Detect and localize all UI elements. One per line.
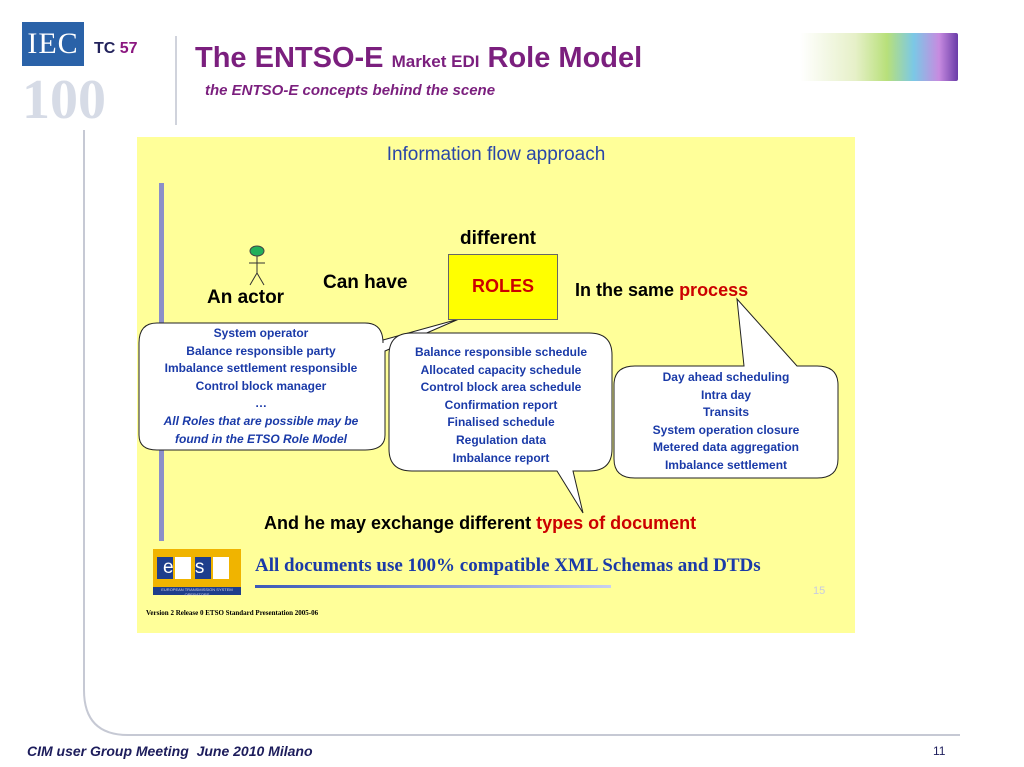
list-item: Imbalance report [452,450,550,465]
actor-label: An actor [207,287,285,308]
iec-100-logo: 100 [22,69,106,131]
same-prefix: In the same [575,280,675,300]
tc-label: TC 57 [94,40,138,58]
process-list: Day ahead scheduling Intra day Transits … [615,369,837,475]
exchange-statement: And he may exchange different types of d… [264,513,696,534]
list-item: found in the ETSO Role Model [175,431,347,446]
list-item: Allocated capacity schedule [420,362,582,377]
roles-box: ROLES [448,254,558,320]
xml-statement: All documents use 100% compatible XML Sc… [255,555,761,576]
can-have-label: Can have [323,272,408,293]
list-item: Control block manager [195,378,327,393]
list-item: System operator [213,326,309,340]
list-item: Imbalance settlement responsible [164,361,358,376]
roles-label: ROLES [471,276,534,296]
title-small: Market EDI [391,52,480,71]
page-title: The ENTSO-E Market EDI Role Model [195,42,642,75]
callout-shapes [138,297,839,514]
slide-number: 11 [933,744,946,758]
process-highlight: process [679,280,749,300]
etso-logo-text: etso [163,557,231,578]
list-item: Transits [702,405,750,420]
roles-list: System operator Balance responsible part… [143,325,379,448]
list-item: All Roles that are possible may be [163,413,359,428]
list-item: Metered data aggregation [652,440,800,455]
list-item: Finalised schedule [447,415,555,430]
list-item: … [255,396,267,411]
list-item: Confirmation report [444,397,558,412]
footer-text: CIM user Group Meeting June 2010 Milano [27,743,313,759]
tc-number: 57 [119,40,138,57]
version-note: Version 2 Release 0 ETSO Standard Presen… [146,609,319,617]
tc-prefix: TC [94,40,116,57]
xml-underline [255,585,611,588]
header-decorative-image [800,33,958,81]
iec-logo: IEC [22,22,84,66]
exchange-prefix: And he may exchange different [264,513,532,533]
inner-page-number: 15 [813,585,826,597]
list-item: Regulation data [455,432,546,447]
list-item: Imbalance settlement [664,457,788,472]
list-item: System operation closure [652,422,800,437]
title-part2: Role Model [487,42,643,74]
process-callout-bubble [613,297,839,479]
same-process-label: In the same process [575,280,748,301]
page-subtitle: the ENTSO-E concepts behind the scene [205,82,496,99]
etso-logo-background [153,549,241,587]
different-label: different [460,228,536,249]
list-item: Day ahead scheduling [662,370,790,384]
list-item: Balance responsible schedule [414,345,588,359]
documents-list: Balance responsible schedule Allocated c… [390,344,612,467]
documents-callout-bubble [388,332,613,514]
list-item: Intra day [700,387,751,402]
exchange-highlight: types of document [536,513,697,533]
etso-logo: etso EUROPEAN TRANSMISSION SYSTEM OPERAT… [153,549,241,597]
embedded-slide: Information flow approach An actor Can h… [137,137,855,633]
title-part1: The ENTSO-E [195,42,384,74]
slide-heading: Information flow approach [386,144,606,165]
actor-figure-icon [249,245,265,286]
list-item: Balance responsible party [186,343,336,358]
etso-tagline: EUROPEAN TRANSMISSION SYSTEM OPERATORS [161,587,233,597]
list-item: Control block area schedule [420,380,582,395]
roles-callout-bubble [138,318,460,451]
